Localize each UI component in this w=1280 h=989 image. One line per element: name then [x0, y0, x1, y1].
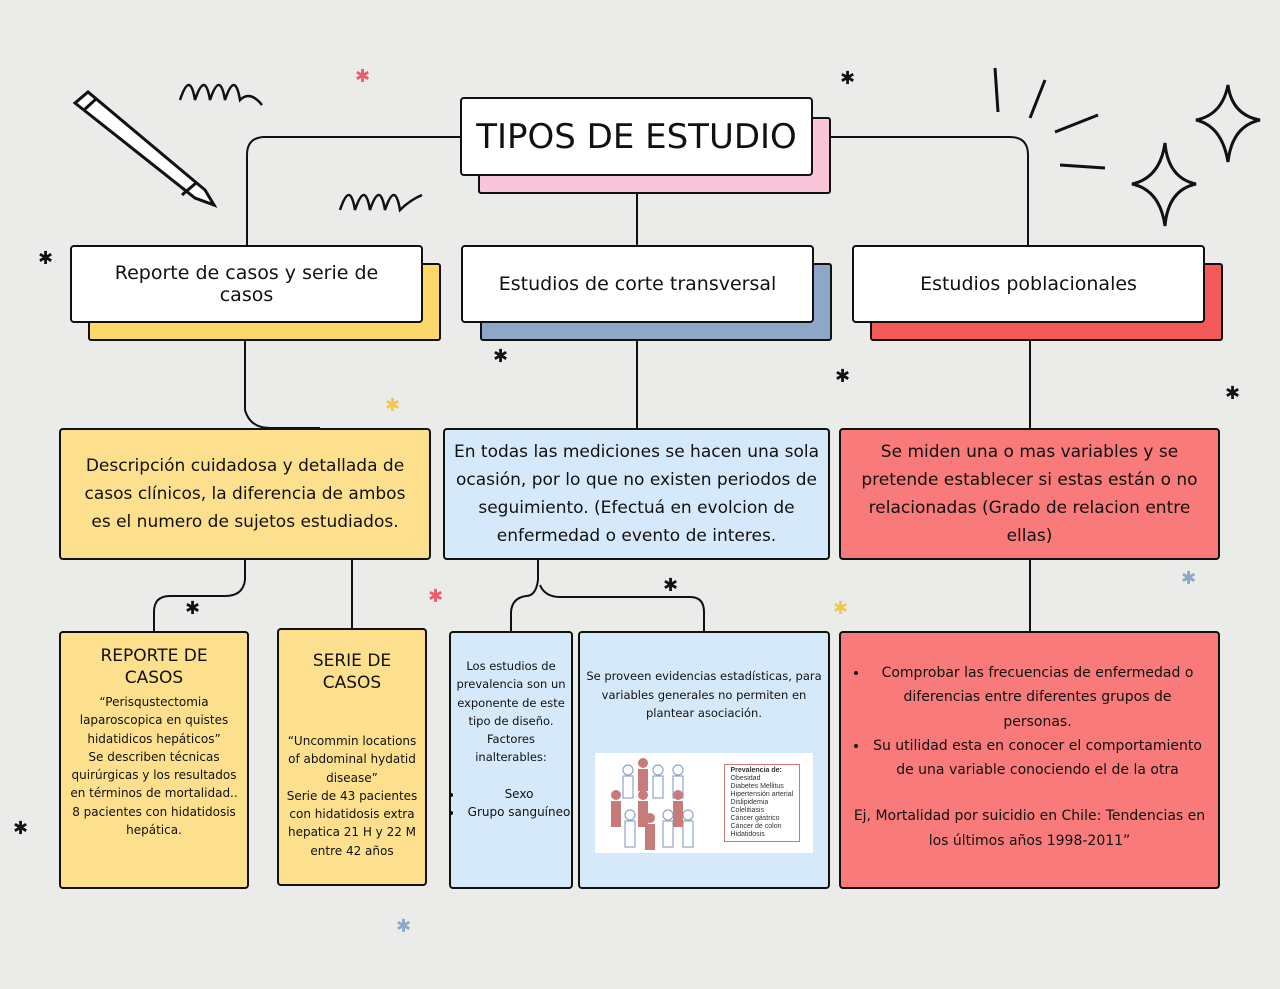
description-reporte: Descripción cuidadosa y detallada de cas… [59, 428, 431, 560]
list-item: Sexo [463, 785, 575, 803]
people-icon [610, 758, 694, 851]
card-body: “Uncommin locations of abdominal hydatid… [286, 734, 418, 858]
star-icon: ✱ [1225, 383, 1241, 404]
header-transversal: Estudios de corte transversal [461, 245, 814, 323]
page-title: TIPOS DE ESTUDIO [460, 97, 813, 176]
legend-item: Colelitiasis [730, 806, 764, 814]
legend-item: Obesidad [730, 774, 761, 782]
pencil-icon [72, 90, 218, 208]
legend-item: Dislipidemia [730, 798, 769, 806]
header-poblacionales: Estudios poblacionales [852, 245, 1205, 323]
card-title: SERIE DE CASOS [312, 651, 392, 693]
card-serie-casos: SERIE DE CASOS “Uncommin locations of ab… [277, 628, 427, 886]
card-title: REPORTE DE CASOS [100, 646, 208, 688]
star-icon: ✱ [13, 818, 29, 839]
star-icon: ✱ [840, 68, 856, 89]
card-body: “Perisqustectomia laparoscopica en quist… [70, 695, 238, 838]
card-body: Los estudios de prevalencia son un expon… [456, 659, 566, 765]
star-icon: ✱ [185, 598, 201, 619]
star-icon: ✱ [385, 395, 401, 416]
list-item: Su utilidad esta en conocer el comportam… [869, 734, 1206, 783]
card-evidencias: Se proveen evidencias estadísticas, para… [578, 631, 830, 889]
star-icon: ✱ [493, 346, 509, 367]
card-prevalencia: Los estudios de prevalencia son un expon… [449, 631, 573, 889]
star-icon: ✱ [355, 66, 371, 87]
star-icon: ✱ [428, 586, 444, 607]
card-reporte-casos: REPORTE DE CASOS “Perisqustectomia lapar… [59, 631, 249, 889]
legend-item: Diabetes Mellitus [730, 782, 784, 790]
prevalence-legend: Prevalencia de: Obesidad Diabetes Mellit… [723, 763, 801, 842]
description-transversal: En todas las mediciones se hacen una sol… [443, 428, 830, 560]
legend-item: Cáncer de colon [730, 822, 782, 830]
example-text: Ej, Mortalidad por suicidio en Chile: Te… [853, 808, 1206, 849]
star-icon: ✱ [396, 916, 412, 937]
header-reporte: Reporte de casos y serie de casos [70, 245, 423, 323]
star-icon: ✱ [38, 248, 54, 269]
legend-item: Hipertensión arterial [730, 790, 794, 798]
card-body: Se proveen evidencias estadísticas, para… [586, 669, 822, 720]
star-icon: ✱ [835, 366, 851, 387]
star-icon: ✱ [663, 575, 679, 596]
list-item: Comprobar las frecuencias de enfermedad … [869, 661, 1206, 734]
list-item: Grupo sanguíneo [463, 803, 575, 821]
star-icon: ✱ [833, 598, 849, 619]
legend-item: Cáncer gástrico [730, 814, 780, 822]
legend-title: Prevalencia de: [730, 766, 782, 774]
prevalence-figure: Prevalencia de: Obesidad Diabetes Mellit… [595, 752, 813, 853]
card-poblacionales: Comprobar las frecuencias de enfermedad … [839, 631, 1220, 889]
legend-item: Hidatidosis [730, 830, 765, 838]
star-icon: ✱ [1181, 568, 1197, 589]
description-poblacionales: Se miden una o mas variables y se preten… [839, 428, 1220, 560]
